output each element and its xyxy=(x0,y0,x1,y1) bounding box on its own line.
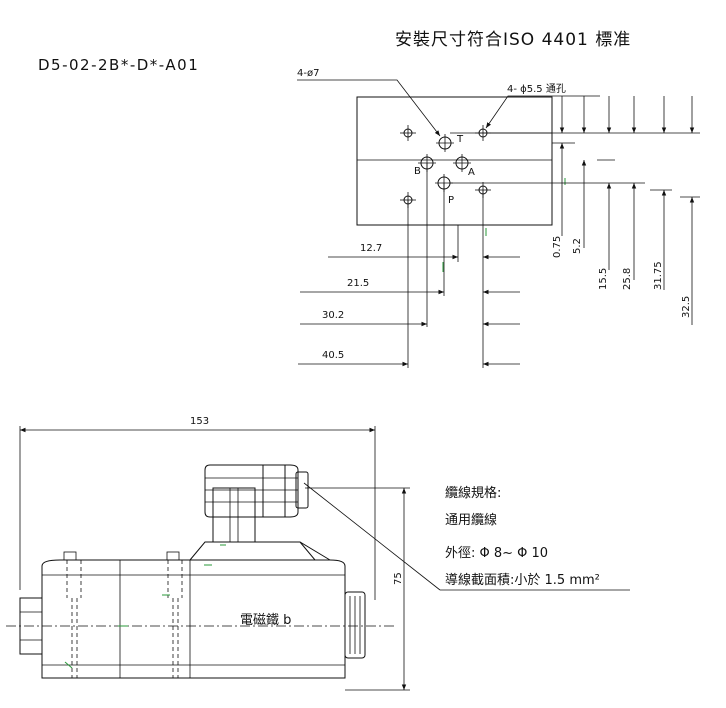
dim-5-2: 5.2 xyxy=(572,238,583,254)
model-number: D5-02-2B*-D*-A01 xyxy=(38,56,199,74)
dim-30-2: 30.2 xyxy=(322,310,344,321)
dim-31-75: 31.75 xyxy=(653,261,664,290)
valve-body xyxy=(41,559,346,679)
connector-plug xyxy=(204,464,299,518)
dim-length-153: 153 xyxy=(190,416,209,427)
dim-25-8: 25.8 xyxy=(622,268,633,290)
plate-outline xyxy=(356,96,553,226)
large-hole-callout: 4-ø7 xyxy=(297,68,319,79)
standard-title: 安裝尺寸符合ISO 4401 標准 xyxy=(395,30,631,50)
port-a-label: A xyxy=(468,167,475,178)
end-cap xyxy=(344,591,366,659)
port-t-label: T xyxy=(456,134,464,145)
cable-outer-diameter: 外徑: Φ 8~ Φ 10 xyxy=(445,546,548,561)
dim-12-7: 12.7 xyxy=(360,243,382,254)
through-hole-callout: 4- ϕ5.5 通孔 xyxy=(507,83,566,95)
mounting-hole xyxy=(400,125,416,141)
dim-21-5: 21.5 xyxy=(347,278,369,289)
port-b-label: B xyxy=(414,166,421,177)
dim-15-5: 15.5 xyxy=(598,268,609,290)
bolt-head xyxy=(166,551,180,561)
solenoid-label: 電磁鐵 b xyxy=(240,612,291,628)
port-p-label: P xyxy=(448,195,454,206)
cable-gland xyxy=(295,471,309,509)
cable-spec-title: 纜線規格: xyxy=(445,485,501,501)
conductor-cross-section: 導線截面積:小於 1.5 mm² xyxy=(445,572,600,588)
dim-0-75: 0.75 xyxy=(552,236,563,258)
cable-type: 通用纜線 xyxy=(445,512,497,528)
valve-side-view: 153 xyxy=(6,416,630,691)
port-a-hole xyxy=(453,154,471,172)
mounting-plate-view: T A B P 4-ø7 4- ϕ5.5 通孔 12.7 21.5 30.2 4… xyxy=(297,68,700,368)
connector-screw-block xyxy=(262,464,286,518)
bolt-head xyxy=(63,551,77,561)
dim-40-5: 40.5 xyxy=(322,350,344,361)
connector-neck xyxy=(212,487,256,543)
dim-32-5: 32.5 xyxy=(681,296,692,318)
port-t-hole xyxy=(436,134,454,152)
dim-height-75: 75 xyxy=(393,572,404,585)
